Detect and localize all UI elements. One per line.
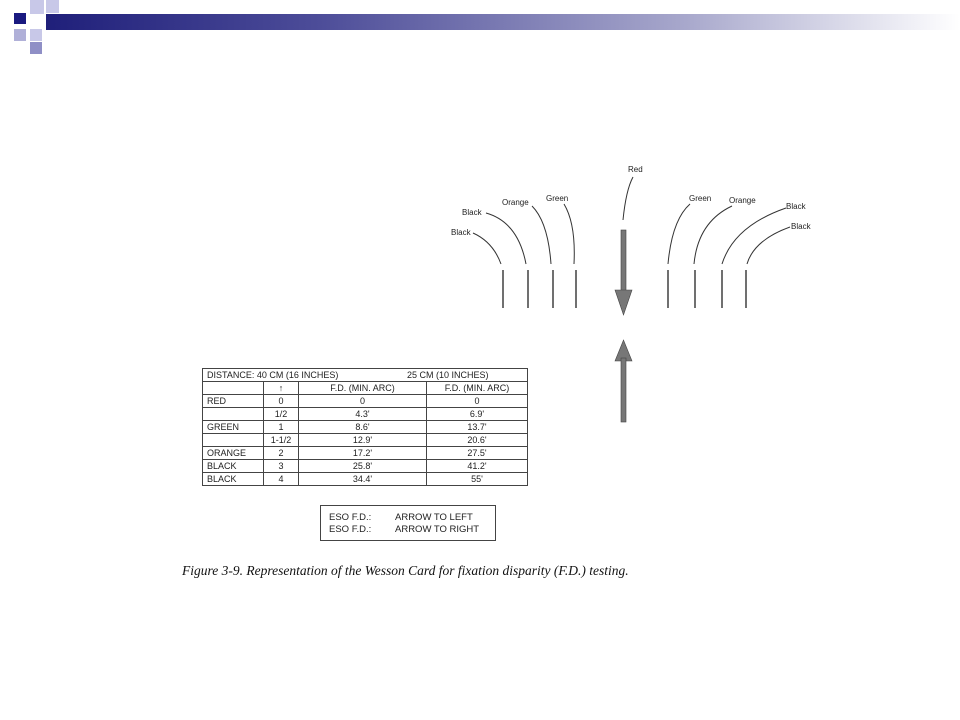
label-right-orange: Orange — [729, 196, 756, 205]
label-left-orange: Orange — [502, 198, 529, 207]
table-row: ORANGE 2 17.2' 27.5' — [202, 446, 528, 460]
table-cell: 55' — [426, 472, 528, 486]
table-cell: RED — [202, 394, 264, 408]
table-row: GREEN 1 8.6' 13.7' — [202, 420, 528, 434]
header-gradient-bar — [46, 14, 960, 30]
table-header-cell — [202, 381, 264, 395]
eso-legend-key: ESO F.D.: — [329, 524, 372, 535]
table-cell: 25.8' — [298, 459, 427, 473]
eso-legend-line: ESO F.D.: ARROW TO RIGHT — [329, 524, 495, 536]
table-cell: 0 — [263, 394, 299, 408]
header-square-light — [46, 0, 59, 13]
label-right-green: Green — [689, 194, 711, 203]
leader-left-3 — [531, 205, 552, 265]
table-header-arrow: ↑ — [263, 381, 299, 395]
fixation-disparity-table: DISTANCE: 40 CM (16 INCHES) 25 CM (10 INC… — [202, 368, 528, 486]
table-cell: 1/2 — [263, 407, 299, 421]
table-cell: 1-1/2 — [263, 433, 299, 447]
header-square-light — [30, 29, 42, 41]
table-row: 1/2 4.3' 6.9' — [202, 407, 528, 421]
table-header-cell: F.D. (MIN. ARC) — [426, 381, 528, 395]
table-cell: 34.4' — [298, 472, 427, 486]
label-left-black-inner: Black — [462, 208, 483, 217]
table-cell — [202, 433, 264, 447]
eso-legend-line: ESO F.D.: ARROW TO LEFT — [329, 512, 495, 524]
header-square-medium — [14, 29, 26, 41]
table-cell: 20.6' — [426, 433, 528, 447]
label-right-black-outer: Black — [791, 222, 812, 231]
arrow-down-head — [614, 289, 633, 316]
table-row: RED 0 0 0 — [202, 394, 528, 408]
label-red: Red — [628, 165, 643, 174]
figure-caption: Figure 3-9. Representation of the Wesson… — [182, 563, 629, 578]
arrow-up-shaft — [620, 357, 627, 423]
leader-red — [622, 176, 634, 221]
leader-right-4 — [746, 226, 791, 265]
table-cell: 41.2' — [426, 459, 528, 473]
table-title-right: 25 CM (10 INCHES) — [407, 370, 489, 380]
table-cell: 0 — [426, 394, 528, 408]
eso-legend-value: ARROW TO LEFT — [395, 512, 473, 523]
table-cell: GREEN — [202, 420, 264, 434]
table-cell: 4 — [263, 472, 299, 486]
table-cell: ORANGE — [202, 446, 264, 460]
table-row: 1-1/2 12.9' 20.6' — [202, 433, 528, 447]
table-cell: 12.9' — [298, 433, 427, 447]
table-cell: 4.3' — [298, 407, 427, 421]
table-cell: 8.6' — [298, 420, 427, 434]
label-right-black-inner: Black — [786, 202, 807, 211]
label-left-black-outer: Black — [451, 228, 472, 237]
table-cell: 27.5' — [426, 446, 528, 460]
leader-left-1 — [472, 232, 502, 265]
table-cell: 6.9' — [426, 407, 528, 421]
table-cell: BLACK — [202, 459, 264, 473]
header-square-medium — [30, 42, 42, 54]
leader-right-2 — [693, 205, 733, 265]
table-cell: BLACK — [202, 472, 264, 486]
table-title-row: DISTANCE: 40 CM (16 INCHES) 25 CM (10 INC… — [202, 368, 528, 382]
wesson-card-diagram: Red Black Black Orange Green Green Orang… — [451, 165, 812, 423]
table-row: BLACK 4 34.4' 55' — [202, 472, 528, 486]
leader-right-3 — [721, 207, 787, 265]
table-cell: 17.2' — [298, 446, 427, 460]
eso-legend-key: ESO F.D.: — [329, 512, 372, 523]
eso-legend-value: ARROW TO RIGHT — [395, 524, 480, 535]
arrow-down-shaft — [620, 229, 627, 296]
header-square-light — [30, 0, 44, 14]
table-cell: 0 — [298, 394, 427, 408]
leader-right-1 — [667, 203, 691, 265]
table-row: BLACK 3 25.8' 41.2' — [202, 459, 528, 473]
leader-left-4 — [563, 203, 575, 265]
table-header-cell: F.D. (MIN. ARC) — [298, 381, 427, 395]
table-cell: 13.7' — [426, 420, 528, 434]
table-cell: 3 — [263, 459, 299, 473]
leader-left-2 — [485, 212, 527, 265]
table-header-row: ↑ F.D. (MIN. ARC) F.D. (MIN. ARC) — [202, 381, 528, 395]
table-cell: 1 — [263, 420, 299, 434]
header-square-dark — [14, 13, 26, 24]
table-title-left: DISTANCE: 40 CM (16 INCHES) — [207, 370, 339, 380]
table-cell — [202, 407, 264, 421]
eso-legend-box: ESO F.D.: ARROW TO LEFT ESO F.D.: ARROW … — [320, 505, 496, 541]
table-cell: 2 — [263, 446, 299, 460]
label-left-green: Green — [546, 194, 568, 203]
